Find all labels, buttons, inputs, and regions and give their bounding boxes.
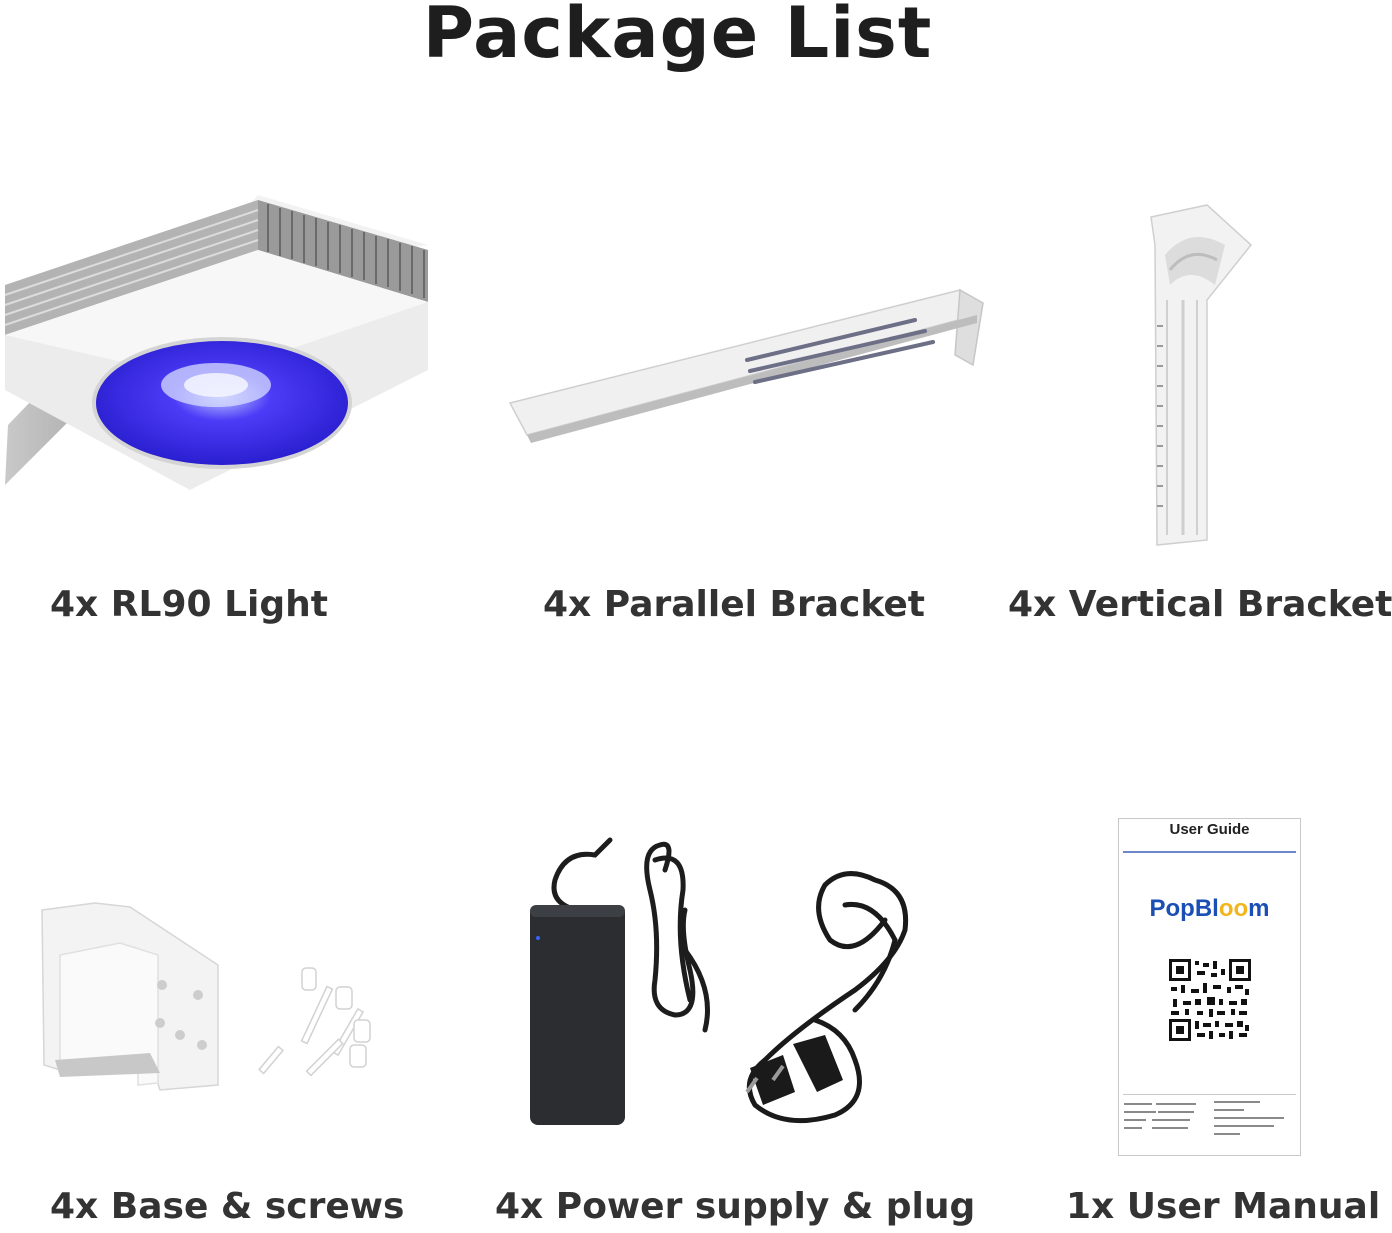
parallel-bracket-image bbox=[505, 285, 990, 445]
item-label-rl90-light: 4x RL90 Light bbox=[50, 584, 328, 625]
manual-divider bbox=[1123, 851, 1296, 853]
item-label-base-screws: 4x Base & screws bbox=[50, 1186, 405, 1227]
qr-code-icon bbox=[1169, 959, 1251, 1041]
base-screws-image bbox=[40, 895, 380, 1091]
manual-footer-text-lines bbox=[1124, 1101, 1284, 1135]
item-label-user-manual: 1x User Manual bbox=[1066, 1186, 1381, 1227]
rl90-light-image bbox=[0, 190, 440, 495]
power-supply-image bbox=[525, 830, 920, 1130]
base-screws-icon bbox=[41, 902, 371, 1091]
parallel-bracket-icon bbox=[508, 288, 984, 443]
item-label-power-supply: 4x Power supply & plug bbox=[495, 1186, 976, 1227]
user-manual-image: User Guide PopBloom bbox=[1118, 818, 1301, 1156]
manual-footer-divider bbox=[1123, 1094, 1296, 1095]
page-title: Package List bbox=[422, 0, 933, 74]
item-label-parallel-bracket: 4x Parallel Bracket bbox=[543, 584, 925, 625]
power-supply-icon bbox=[530, 837, 909, 1125]
item-label-vertical-bracket: 4x Vertical Bracket bbox=[1008, 584, 1392, 625]
vertical-bracket-icon bbox=[1150, 204, 1253, 546]
brand-logo: PopBloom bbox=[1149, 895, 1270, 922]
manual-heading: User Guide bbox=[1169, 821, 1250, 838]
led-light-icon bbox=[4, 195, 428, 490]
vertical-bracket-image bbox=[1145, 204, 1255, 550]
